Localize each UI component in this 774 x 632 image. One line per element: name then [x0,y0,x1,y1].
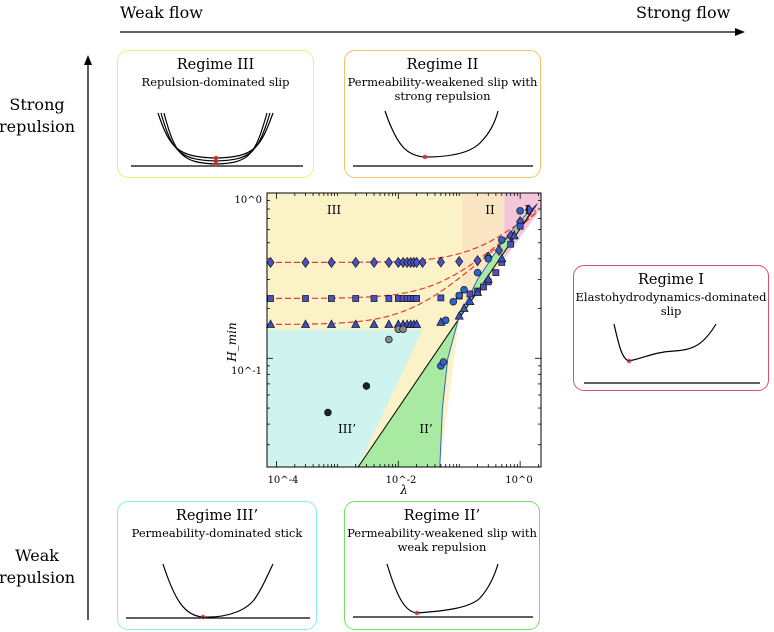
triangle-point [300,319,311,328]
diamond-point [301,256,310,269]
square-point [413,295,420,302]
square-point [480,283,487,291]
strong-repulsion-label: Strong repulsion [0,95,76,136]
circle-point [484,255,493,263]
card-title: Regime II [406,57,479,73]
square-point [352,295,360,302]
dashed-fit-curve [266,212,537,326]
card-title: Regime III’ [175,508,259,524]
regime-map-chart: 10^0 10^-1 10^-4 10^-2 10^0 λ H_min III … [225,192,542,495]
dashed-fit-curve [267,210,537,264]
diamond-point [494,244,504,256]
circle-point [441,316,450,324]
card-subtitle: Permeability-dominated stick [131,526,303,540]
plot-frame [266,192,542,468]
diamond-point [436,256,445,268]
card-subtitle: Repulsion-dominated slip [141,75,290,89]
diamond-point [351,256,360,269]
triangle-point [483,274,493,283]
circle-point [460,285,468,294]
regime-ii-profile [353,110,533,167]
regime-iii-prime-profile [126,563,310,620]
triangle-point [326,319,337,328]
diamond-point [455,255,464,268]
diamond-point [525,204,534,216]
circle-point [449,297,458,306]
square-point [492,269,500,276]
diamond-point [473,254,482,267]
regime-iii-card: Regime III Repulsion-dominated slip [117,50,314,178]
square-point [507,240,515,248]
regime-ii-prime-profile [353,563,533,618]
triangle-point [412,319,422,328]
black-boundary-line [357,203,538,468]
region-iii-prime [267,329,423,467]
region-label-iii-prime: III’ [338,422,356,436]
x-tick-label: 10^-2 [386,475,417,486]
triangle-point [472,287,483,296]
regime-iii-profile [131,112,303,167]
card-subtitle: Permeability-weakened slip with weak rep… [347,526,537,554]
square-point [370,295,378,302]
region-label-i: I [525,203,530,217]
dashed-fit-curve [267,212,537,300]
y-tick-label: 10^0 [235,195,262,206]
regime-i-card: Regime I Elastohydrodynamics-dominated s… [573,265,769,391]
region-label-ii-prime: II’ [419,422,432,436]
regime-i-profile [584,323,760,384]
weak-repulsion-label: Weak repulsion [0,546,76,587]
card-title: Regime III [176,57,255,73]
region-label-ii: II [485,203,495,217]
x-tick-label: 10^-4 [268,475,299,486]
card-title: Regime II’ [403,508,481,524]
regime-ii-card: Regime II Permeability-weakened slip wit… [344,50,541,178]
x-tick-label: 10^0 [505,475,532,486]
diamond-point [327,256,336,269]
circle-point [473,268,482,277]
region-blank [439,209,541,467]
circle-point [385,335,393,344]
square-point [302,295,309,302]
square-point [516,222,524,230]
diamond-point [370,256,379,269]
x-axis-label: λ [399,483,408,495]
circle-point [362,382,371,390]
square-point [267,295,274,302]
circle-point [498,236,506,244]
triangle-point [509,230,519,240]
triangle-point [465,296,475,306]
triangle-point [369,319,379,328]
triangle-point [497,253,507,263]
square-point [466,290,474,298]
square-point [385,295,393,302]
triangle-point [459,303,469,312]
y-axis-label: H_min [225,322,239,362]
square-point [437,294,445,302]
card-subtitle: Permeability-weakened slip with strong r… [347,75,538,103]
square-point [328,295,335,302]
triangle-point [265,319,276,328]
card-title: Regime I [637,272,705,288]
triangle-point [384,319,394,328]
triangle-point [454,310,464,320]
diamond-point [266,256,275,269]
circle-point [439,358,448,366]
weak-flow-label: Weak flow [120,3,203,22]
region-label-iii: III [327,203,341,217]
y-tick-label: 10^-1 [231,366,262,377]
circle-point [324,408,332,417]
strong-flow-label: Strong flow [636,3,731,22]
triangle-point [351,319,361,328]
circle-point [399,325,407,333]
circle-point [516,207,524,215]
diamond-point [384,256,393,269]
regime-iii-prime-card: Regime III’ Permeability-dominated stick [117,501,317,630]
card-subtitle: Elastohydrodynamics-dominated slip [575,290,767,318]
diamond-point [412,256,421,269]
diamond-point [418,256,427,269]
circle-point [455,291,463,300]
regime-ii-prime-card: Regime II’ Permeability-weakened slip wi… [344,501,540,630]
